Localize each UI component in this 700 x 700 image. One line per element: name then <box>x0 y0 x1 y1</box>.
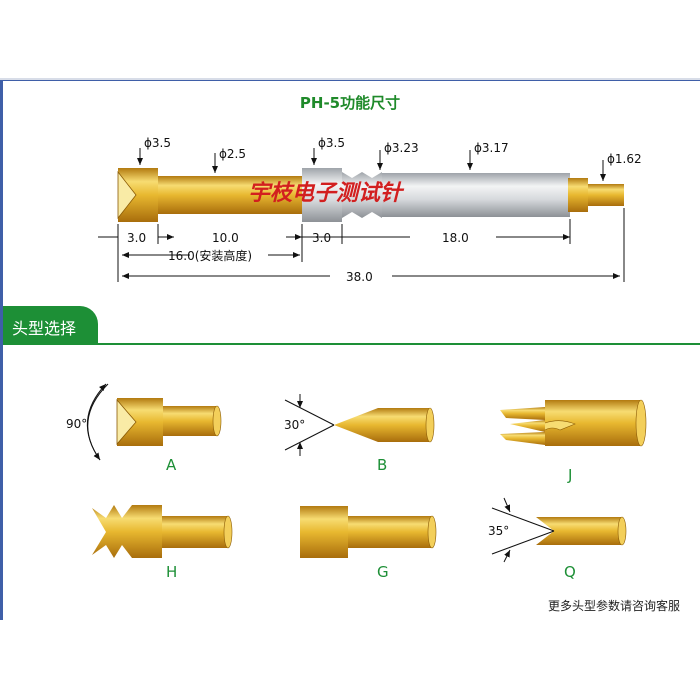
length-dimensions <box>98 208 625 282</box>
diameter-collar: ϕ3.5 <box>318 136 345 150</box>
tip-angle-a: 90° <box>66 417 87 431</box>
footnote: 更多头型参数请咨询客服 <box>547 599 680 613</box>
diameter-head: ϕ3.5 <box>144 136 171 150</box>
tip-type-j <box>500 399 647 447</box>
diameter-barrel: ϕ3.17 <box>474 141 509 155</box>
probe-plunger <box>158 176 302 214</box>
tip-angle-b: 30° <box>284 418 305 432</box>
top-divider <box>0 78 700 80</box>
tip-type-b <box>284 394 435 456</box>
section-title: 头型选择 <box>12 319 77 338</box>
length-collar: 3.0 <box>312 231 331 245</box>
diameter-callouts: ϕ3.5 ϕ2.5 ϕ3.5 ϕ3.23 ϕ3.17 ϕ1.62 <box>137 136 642 181</box>
tip-label-j: J <box>567 466 572 484</box>
length-install-height: 16.0(安装高度) <box>168 248 252 263</box>
probe-end-pin <box>588 184 624 206</box>
left-border <box>0 80 3 620</box>
diameter-plunger: ϕ2.5 <box>219 147 246 161</box>
tip-type-h <box>92 505 233 558</box>
section-divider <box>3 343 700 345</box>
length-barrel: 18.0 <box>442 231 469 245</box>
tip-label-b: B <box>377 456 387 474</box>
probe-end-step <box>568 178 588 212</box>
tip-type-g <box>300 506 437 558</box>
watermark: 宇枝电子测试针 <box>248 180 405 206</box>
probe-barrel-crimp <box>342 172 382 218</box>
tip-type-q <box>491 497 627 563</box>
length-total: 38.0 <box>346 270 373 284</box>
length-plunger: 10.0 <box>212 231 239 245</box>
tip-type-a <box>87 383 222 461</box>
probe-assembly <box>117 168 624 222</box>
probe-head-crown-cut <box>117 170 137 220</box>
tip-label-h: H <box>166 563 177 581</box>
diameter-crimp: ϕ3.23 <box>384 141 419 155</box>
tip-label-g: G <box>377 563 389 581</box>
section-header-bar <box>3 306 98 344</box>
probe-barrel-body <box>382 173 570 217</box>
page-title: PH-5功能尺寸 <box>299 94 401 112</box>
diameter-pin: ϕ1.62 <box>607 152 642 166</box>
tip-angle-q: 35° <box>488 524 509 538</box>
length-head: 3.0 <box>127 231 146 245</box>
probe-barrel-collar <box>302 168 342 222</box>
tip-label-a: A <box>166 456 177 474</box>
tip-label-q: Q <box>564 563 576 581</box>
top-divider-accent <box>0 80 700 81</box>
